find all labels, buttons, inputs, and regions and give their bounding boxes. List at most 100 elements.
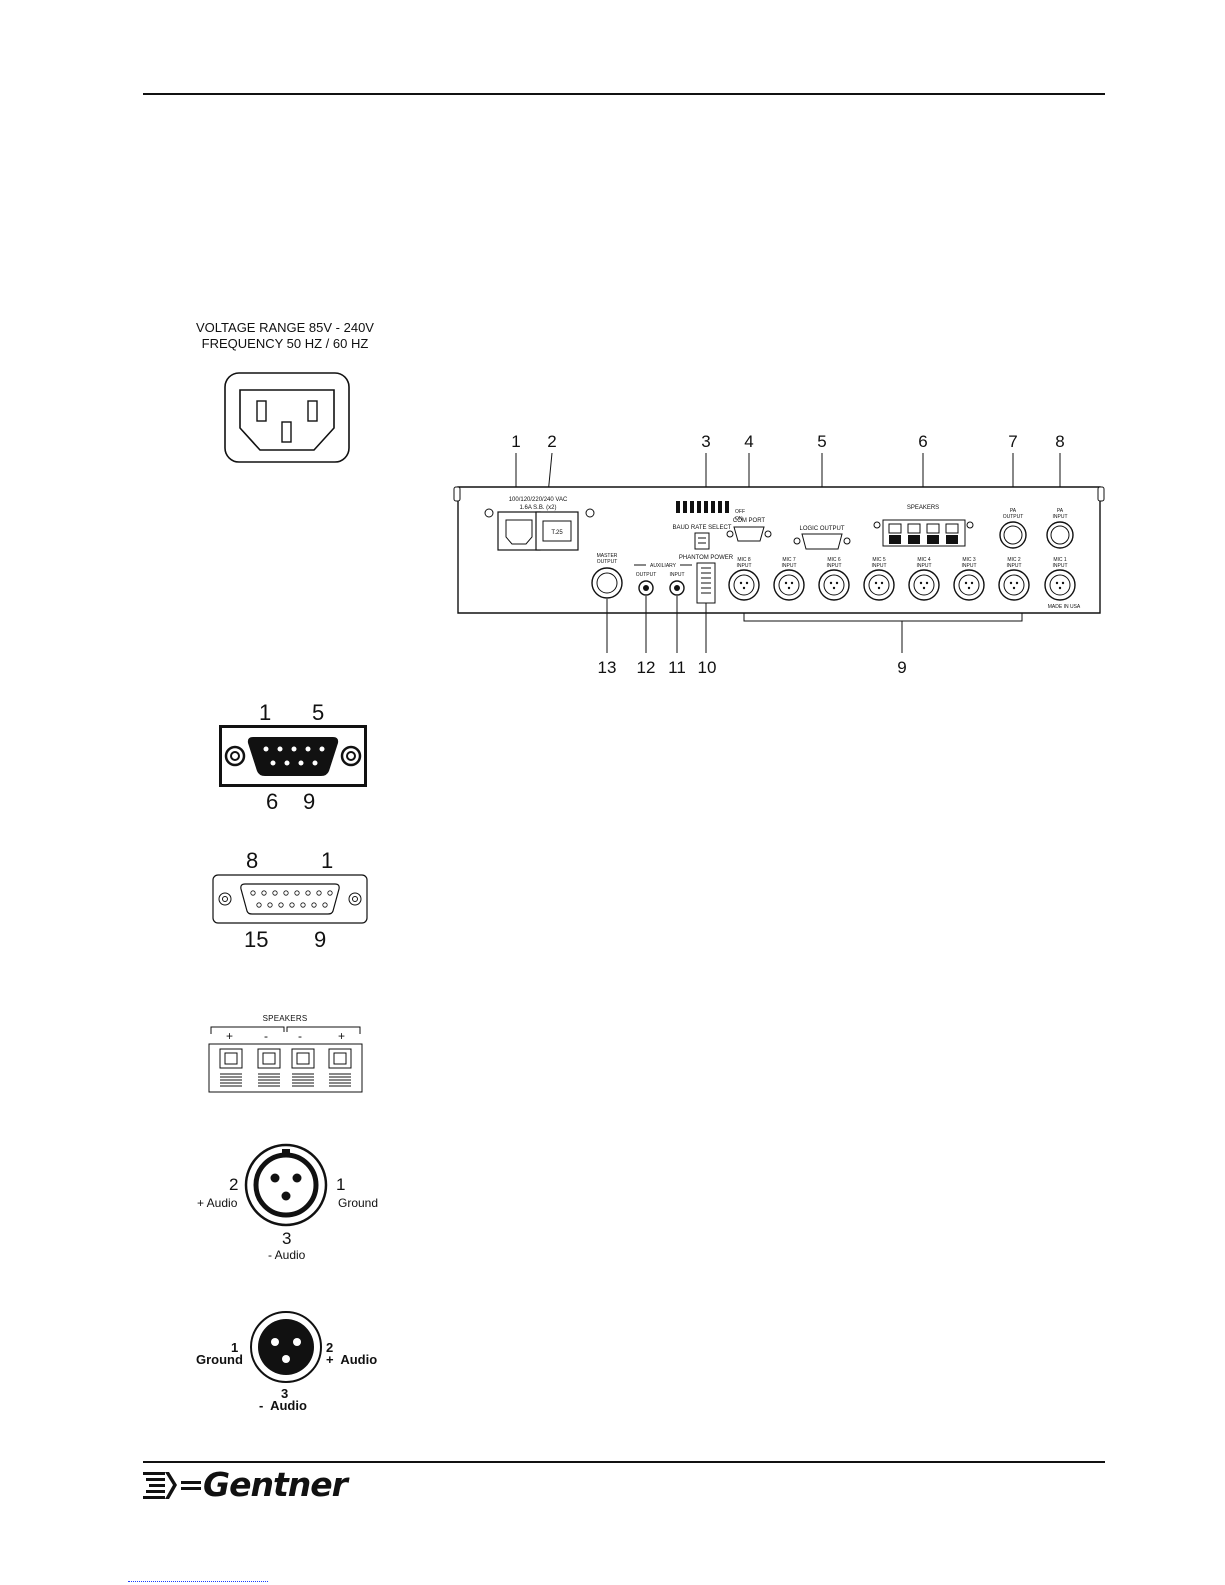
made-in-label: MADE IN USA: [1048, 604, 1081, 610]
xlr-female-pin1-num: 1: [336, 1175, 346, 1194]
db9-connector-icon: [219, 725, 367, 787]
mic-pin: [919, 581, 923, 585]
xlr-male-pin1-num: 1: [231, 1340, 239, 1355]
aux-input-label: INPUT: [670, 572, 685, 578]
callout-10: 10: [698, 658, 717, 677]
footer-rule: [143, 1461, 1105, 1463]
mic-input-label-8: INPUT: [737, 563, 752, 569]
com-port-label: COM PORT: [733, 518, 766, 524]
speakers-panel-label: SPEAKERS: [907, 505, 939, 511]
mic-connector-inner-6: [823, 574, 845, 596]
mic-connector-inner-8: [733, 574, 755, 596]
mic-label-5: MIC 5: [872, 557, 886, 563]
mic-pin: [835, 581, 839, 585]
mic-pin: [1055, 581, 1059, 585]
mic-pin: [877, 586, 881, 590]
callout-3: 3: [701, 432, 710, 451]
callout-8: 8: [1055, 432, 1064, 451]
callout-13: 13: [598, 658, 617, 677]
xlr-male-pin3-label: - Audio: [259, 1398, 307, 1413]
pa-input-label-1: PA: [1057, 508, 1064, 514]
baud-rate-label: BAUD RATE SELECT: [673, 525, 732, 531]
gentner-emblem-icon: [143, 1472, 201, 1499]
on-label: ON: [735, 516, 743, 522]
mic-pin: [880, 581, 884, 585]
mic-label-6: MIC 6: [827, 557, 841, 563]
callout-6: 6: [918, 432, 927, 451]
mic-pin: [1061, 581, 1065, 585]
mic-connector-inner-4: [913, 574, 935, 596]
mic-connector-inner-2: [1003, 574, 1025, 596]
master-output-label-1: MASTER: [597, 553, 618, 559]
mic-connector-inner-1: [1049, 574, 1071, 596]
db15-pin-9: 9: [314, 927, 327, 952]
pa-output-label-2: OUTPUT: [1003, 514, 1024, 520]
db9-pin-9: 9: [303, 789, 316, 814]
mic-label-1: MIC 1: [1053, 557, 1067, 563]
xlr-female-pin2-label: + Audio: [197, 1196, 238, 1210]
callout-5: 5: [817, 432, 826, 451]
voltage-range-label: VOLTAGE RANGE 85V - 240V: [196, 320, 374, 335]
mic-pin: [1058, 586, 1062, 590]
mic-label-3: MIC 3: [962, 557, 976, 563]
mic-pin: [787, 586, 791, 590]
off-label: OFF: [735, 509, 745, 515]
frequency-label: FREQUENCY 50 HZ / 60 HZ: [201, 336, 369, 351]
mic-input-label-4: INPUT: [917, 563, 932, 569]
rear-panel-diagram: 1 2 3 4 5 6 7 8 T.25 100/120/220/240 VAC…: [453, 432, 1105, 677]
mic-label-8: MIC 8: [737, 557, 751, 563]
xlr-male-pin2-label: + Audio: [326, 1352, 378, 1367]
speaker-polarity-3: -: [298, 1029, 302, 1043]
db15-pin-8: 8: [246, 848, 259, 873]
mic-pin: [1015, 581, 1019, 585]
mic-input-label-6: INPUT: [827, 563, 842, 569]
mic-connector-inner-7: [778, 574, 800, 596]
logic-output-label: LOGIC OUTPUT: [799, 526, 844, 532]
mic-pin: [745, 581, 749, 585]
mic-pin: [874, 581, 878, 585]
fuse-label: 1.6A S.B. (x2): [519, 505, 556, 511]
header-rule: [143, 93, 1105, 95]
page-link-underline[interactable]: [128, 1578, 268, 1582]
speaker-polarity-4: +: [338, 1029, 346, 1043]
mic-pin: [967, 586, 971, 590]
callout-1: 1: [511, 432, 520, 451]
power-inlet-icon: [224, 372, 350, 463]
mic-pin: [784, 581, 788, 585]
mic-pin: [922, 586, 926, 590]
phantom-power-label: PHANTOM POWER: [679, 555, 734, 561]
mic-pin: [790, 581, 794, 585]
mic-pin: [739, 581, 743, 585]
pa-output-label-1: PA: [1010, 508, 1017, 514]
mic-label-2: MIC 2: [1007, 557, 1021, 563]
xlr-male-icon: [250, 1311, 322, 1383]
brand-name: Gentner: [203, 1465, 348, 1504]
mic-label-7: MIC 7: [782, 557, 796, 563]
callout-2: 2: [547, 432, 556, 451]
mic-input-label-1: INPUT: [1053, 563, 1068, 569]
db15-pin-1: 1: [321, 848, 334, 873]
xlr-female-pin2-num: 2: [229, 1175, 239, 1194]
callout-11: 11: [668, 658, 686, 677]
speakers-title: SPEAKERS: [262, 1014, 308, 1023]
mic-connector-inner-5: [868, 574, 890, 596]
gentner-logo: Gentner: [143, 1465, 363, 1504]
xlr-male-pin3-num: 3: [281, 1386, 289, 1401]
aux-output-label: OUTPUT: [636, 572, 657, 578]
callout-12: 12: [637, 658, 656, 677]
db15-connector-icon: [212, 874, 368, 924]
callout-9: 9: [897, 658, 906, 677]
xlr-female-pin3-label: - Audio: [268, 1248, 306, 1262]
speaker-polarity-2: -: [264, 1029, 268, 1043]
mic-pin: [1012, 586, 1016, 590]
callout-4: 4: [744, 432, 753, 451]
speaker-terminal-icon: [208, 1026, 363, 1093]
mic-label-4: MIC 4: [917, 557, 931, 563]
db9-pin-5: 5: [312, 700, 325, 725]
xlr-female-pin3-num: 3: [282, 1229, 292, 1248]
db9-pin-6: 6: [266, 789, 279, 814]
mic-pin: [832, 586, 836, 590]
mic-input-label-3: INPUT: [962, 563, 977, 569]
pa-input-label-2: INPUT: [1053, 514, 1068, 520]
voltage-label: 100/120/220/240 VAC: [509, 497, 568, 503]
